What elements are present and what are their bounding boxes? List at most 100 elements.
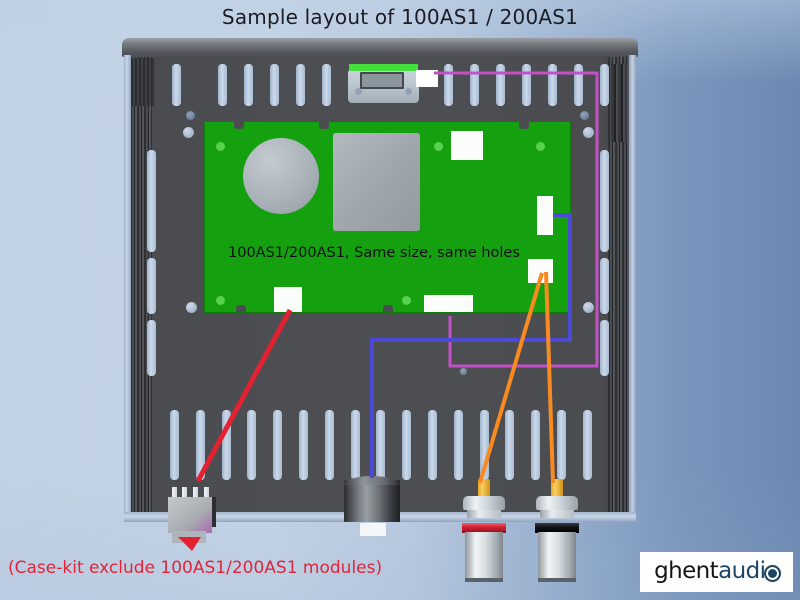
iec-socket-opening [360,72,404,89]
mounting-hole-br-1 [583,302,594,313]
iec-accent-strip [349,64,418,71]
vent-top-edge-left [172,64,181,106]
vent-bottom-1 [170,410,179,480]
heatsink-fins-right [608,55,630,520]
terminal-pin-4 [204,487,209,504]
heatsink-detail-left [131,58,155,106]
vent-bottom-12 [454,410,463,480]
terminal-housing [168,497,212,533]
rca-barrel-right [465,532,503,580]
mounting-hole-tr-2 [583,127,594,138]
vent-left-2 [147,196,156,252]
vent-top-12 [574,64,583,106]
vent-bottom-5 [273,410,282,480]
vent-bottom-6 [299,410,308,480]
terminal-pin-2 [182,487,187,504]
ghent-audio-logo: ghentaudio [640,552,793,592]
pcb-notch-top-2 [319,122,329,129]
vent-bottom-10 [402,410,411,480]
mounting-hole-tr-1 [580,111,589,120]
rca-jack-right-channel[interactable] [461,479,507,587]
electrolytic-capacitor-icon [243,138,319,214]
pcb-hole-bm [402,296,411,305]
rca-center-pin-left [551,479,563,498]
pcb-pad-bottom-center [424,295,473,312]
rca-color-ring-red [462,523,506,533]
iec-terminal-tab [416,70,438,87]
logo-wordmark: ghentaudio [654,557,779,584]
chassis-rail-right [629,55,636,520]
pcb-pad-top-right [451,131,483,160]
chassis-rail-left [124,55,131,520]
rca-flange-right [463,496,505,510]
vent-bottom-4 [247,410,256,480]
switch-front-bezel [360,523,386,536]
pcb-pad-right-upper [537,196,553,235]
vent-bottom-14 [505,410,514,480]
vent-bottom-17 [583,410,592,480]
vent-bottom-13 [480,410,489,480]
terminal-block[interactable] [168,487,218,551]
switch-cap [344,476,400,485]
vent-top-7 [444,64,453,106]
rca-jack-left-channel[interactable] [534,479,580,587]
page-title: Sample layout of 100AS1 / 200AS1 [221,5,579,29]
vent-bottom-3 [222,410,231,480]
vent-left-1 [147,150,156,206]
pcb-hole-bl [216,296,225,305]
vent-top-9 [496,64,505,106]
terminal-pin-3 [193,487,198,504]
vent-bottom-15 [531,410,540,480]
vent-top-3 [244,64,253,106]
terminal-pin-1 [172,487,177,504]
pcb-hole-tm [434,142,443,151]
vent-bottom-8 [351,410,360,480]
vent-bottom-7 [325,410,334,480]
rca-flange-left [536,496,578,510]
vent-top-13 [600,64,609,106]
mounting-hole-mid-low [460,368,467,375]
rca-neck-left [540,508,574,518]
mounting-hole-tl-2 [183,127,194,138]
terminal-side-wall [210,497,216,527]
vent-right-4 [600,320,609,376]
rca-neck-right [467,508,501,518]
vent-top-10 [522,64,531,106]
rca-barrel-left [538,532,576,580]
amplifier-module-block [333,133,420,231]
vent-top-11 [548,64,557,106]
iec-screw-right [405,88,412,95]
vent-top-6 [322,64,331,106]
vent-top-5 [296,64,305,106]
vent-top-8 [470,64,479,106]
pcb-notch-bottom-1 [236,305,246,312]
footnote-text: (Case-kit exclude 100AS1/200AS1 modules) [8,558,383,578]
mounting-hole-bl-1 [186,302,197,313]
pcb-pad-right-lower [528,259,553,283]
rca-center-pin-right [478,479,490,498]
pcb-label: 100AS1/200AS1, Same size, same holes [228,245,520,261]
vent-bottom-11 [428,410,437,480]
vent-left-3 [147,258,156,314]
switch-barrel [344,480,400,522]
pcb-notch-bottom-2 [383,305,393,312]
pcb-hole-tr [536,142,545,151]
heatsink-fins-left [130,55,152,520]
logo-text-ghent: ghent [654,557,719,584]
pcb-notch-top-1 [234,122,244,129]
iec-screw-left [355,88,362,95]
rca-foot-left [538,578,576,582]
vent-top-2 [218,64,227,106]
power-switch[interactable] [344,474,400,522]
vent-right-3 [600,258,609,314]
rca-color-ring-black [535,523,579,533]
vent-bottom-2 [196,410,205,480]
chassis-rear-panel [122,38,638,57]
pcb-notch-top-3 [519,122,529,129]
iec-power-inlet[interactable] [348,64,438,103]
vent-bottom-9 [376,410,385,480]
vent-bottom-16 [557,410,566,480]
vent-right-1 [600,150,609,206]
terminal-wire-tail [178,537,201,551]
